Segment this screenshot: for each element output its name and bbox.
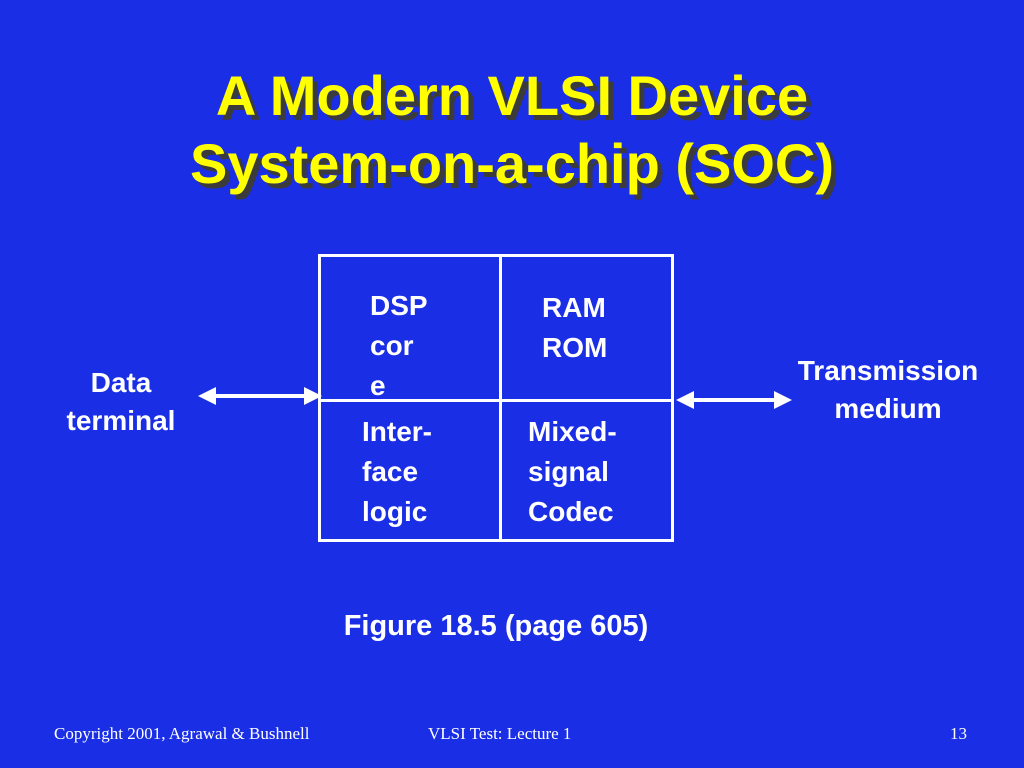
memory-line-2: ROM (542, 332, 608, 363)
title-line-2: System-on-a-chip (SOC) (189, 132, 835, 195)
footer-page-number: 13 (950, 724, 967, 743)
left-double-arrow (198, 387, 322, 405)
dsp-core-block: DSP cor e (370, 286, 428, 406)
memory-line-1: RAM (542, 292, 606, 323)
footer-course: VLSI Test: Lecture 1 (428, 724, 572, 743)
slide-title: A Modern VLSI Device System-on-a-chip (S… (0, 62, 1024, 198)
data-terminal-label: Data terminal (40, 364, 202, 440)
transmission-medium-label: Transmission medium (760, 352, 1016, 428)
ram-rom-block: RAM ROM (542, 288, 607, 368)
footer-copyright: Copyright 2001, Agrawal & Bushnell (54, 724, 310, 743)
codec-line-1: Mixed- (528, 416, 617, 447)
chip-horizontal-divider (321, 399, 671, 402)
data-terminal-line-2: terminal (66, 405, 176, 436)
codec-line-3: Codec (528, 496, 614, 527)
dsp-line-1: DSP (370, 290, 428, 321)
mixed-signal-codec-block: Mixed- signal Codec (528, 412, 617, 532)
right-double-arrow (676, 391, 792, 409)
interface-logic-block: Inter- face logic (362, 412, 432, 532)
transmission-line-2: medium (834, 393, 942, 424)
title-line-1: A Modern VLSI Device (215, 64, 809, 127)
interface-line-3: logic (362, 496, 428, 527)
dsp-line-2: cor (370, 330, 414, 361)
soc-chip-diagram (318, 254, 674, 542)
chip-vertical-divider (499, 257, 502, 539)
transmission-line-1: Transmission (797, 355, 979, 386)
interface-line-2: face (362, 456, 419, 487)
data-terminal-line-1: Data (90, 367, 152, 398)
dsp-line-3: e (370, 370, 386, 401)
interface-line-1: Inter- (362, 416, 432, 447)
figure-caption: Figure 18.5 (page 605) (343, 610, 649, 642)
codec-line-2: signal (528, 456, 609, 487)
